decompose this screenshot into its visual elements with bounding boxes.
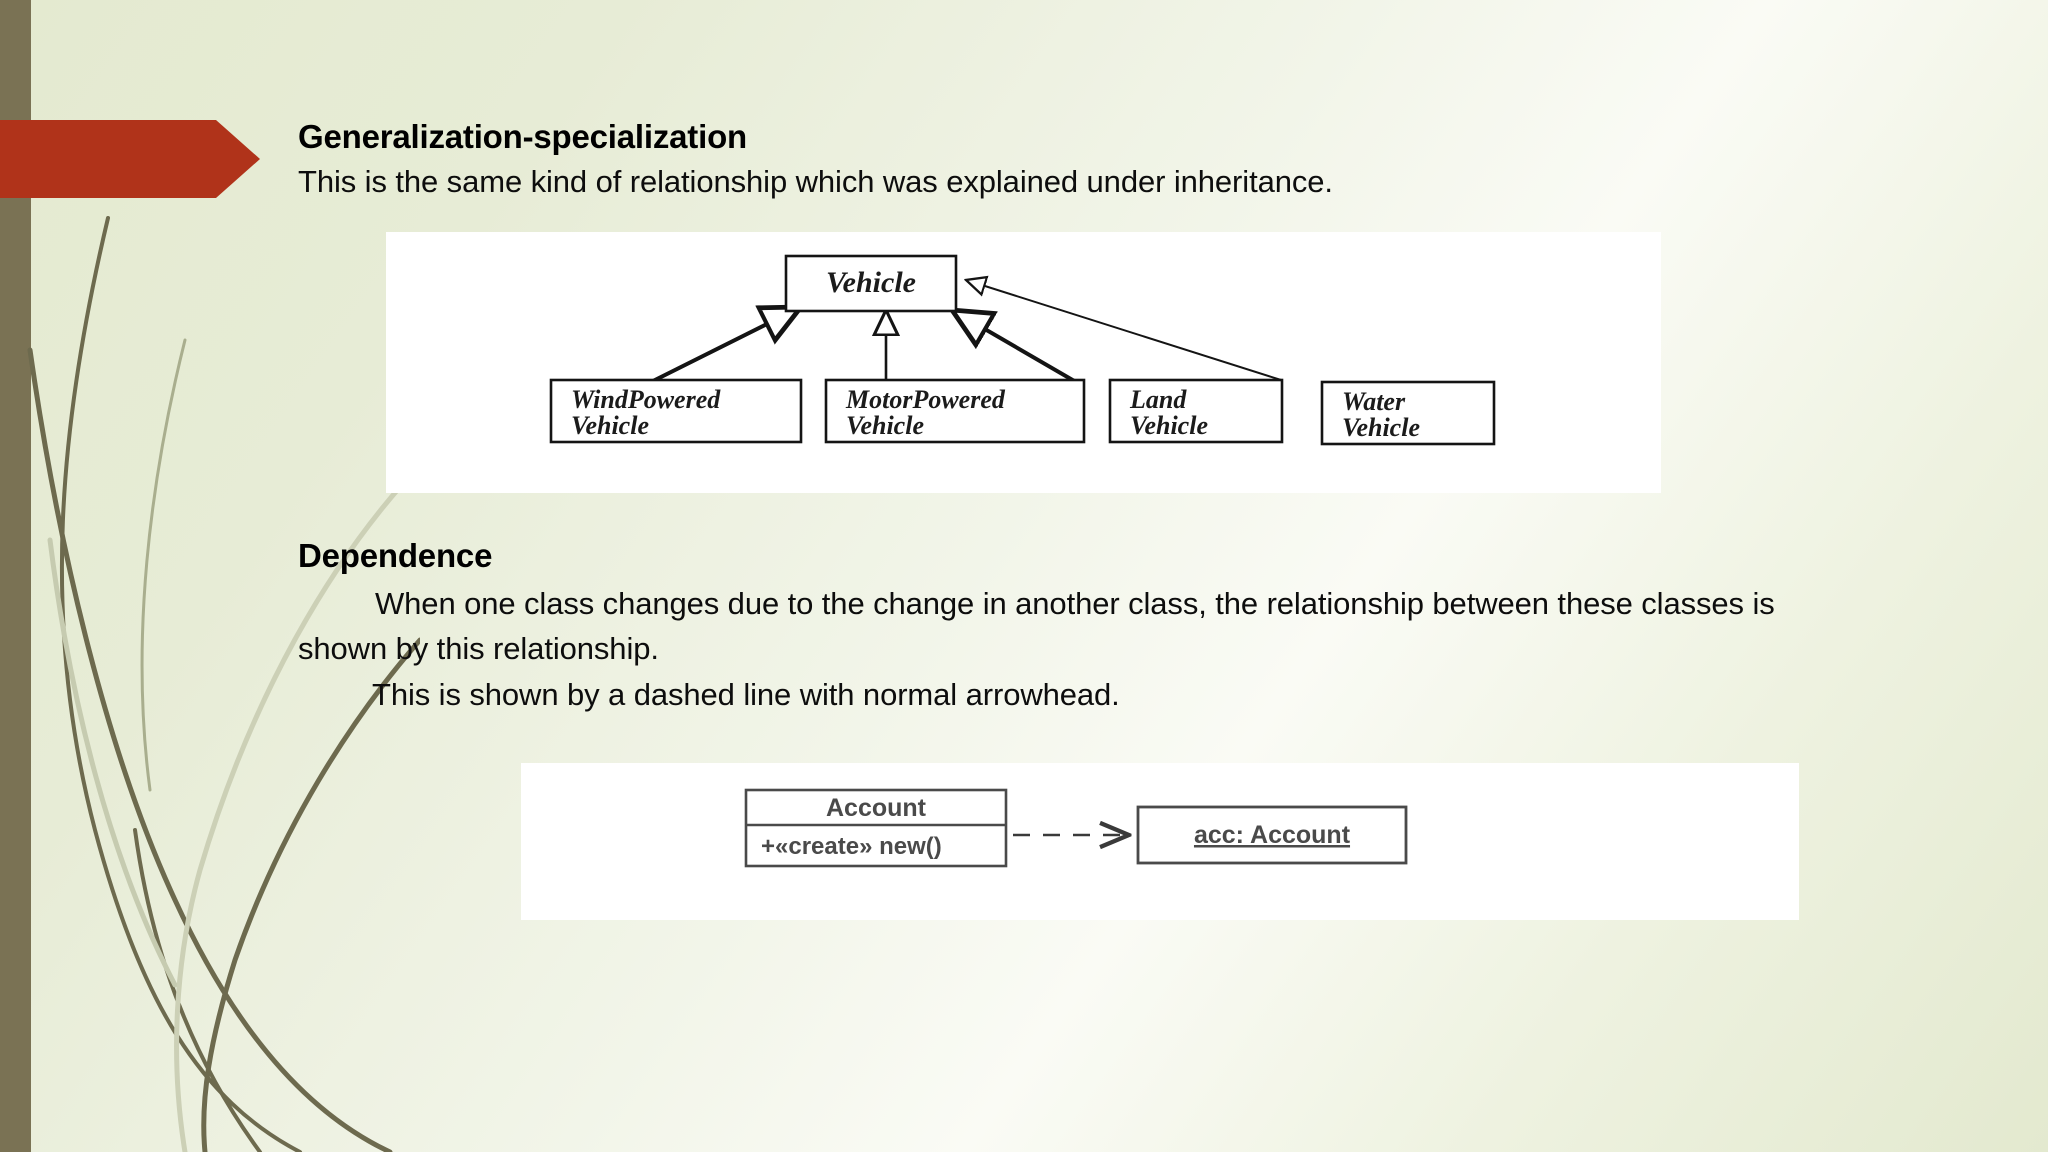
class-box-land-line2: Vehicle [1130,411,1208,440]
class-box-land-line1: Land [1129,385,1187,414]
class-box-vehicle-label: Vehicle [826,266,916,299]
class-box-account-operation: +«create» new() [761,833,942,860]
section-body-generalization-line-1: This is the same kind of relationship wh… [298,164,1333,199]
section-heading-generalization: Generalization-specialization [298,118,747,155]
section-body-dependence-line-2: shown by this relationship. [298,631,659,666]
dependence-diagram-svg: Account +«create» new() acc: Account [744,788,1408,868]
class-box-water-line1: Water [1342,387,1406,416]
class-box-motorpowered-vehicle: MotorPowered Vehicle [824,378,1086,444]
class-box-account-name: Account [826,794,927,822]
class-box-water-vehicle: Water Vehicle [1320,380,1496,446]
class-box-motorpowered-line2: Vehicle [846,411,924,440]
generalization-diagram-panel: Vehicle WindPowered Vehicle MotorPowered… [386,232,1661,493]
class-box-vehicle: Vehicle [784,254,958,313]
class-box-windpowered-line1: WindPowered [571,385,721,414]
dependence-diagram-panel: Account +«create» new() acc: Account [521,763,1799,920]
object-box-acc-account-label: acc: Account [1194,821,1351,849]
accent-arrow-banner [0,120,260,198]
section-body-dependence-line-1: When one class changes due to the change… [375,586,1775,621]
generalization-diagram-svg: Vehicle WindPowered Vehicle MotorPowered… [549,254,1496,446]
class-box-account: Account +«create» new() [744,788,1008,868]
class-box-windpowered-vehicle: WindPowered Vehicle [549,378,803,444]
class-box-water-line2: Vehicle [1342,413,1420,442]
class-box-land-vehicle: Land Vehicle [1108,378,1284,444]
section-heading-dependence: Dependence [298,537,493,574]
class-box-windpowered-line2: Vehicle [571,411,649,440]
class-box-motorpowered-line1: MotorPowered [845,385,1006,414]
section-body-dependence-line-3: This is shown by a dashed line with norm… [372,677,1120,712]
object-box-acc-account: acc: Account [1136,805,1408,865]
